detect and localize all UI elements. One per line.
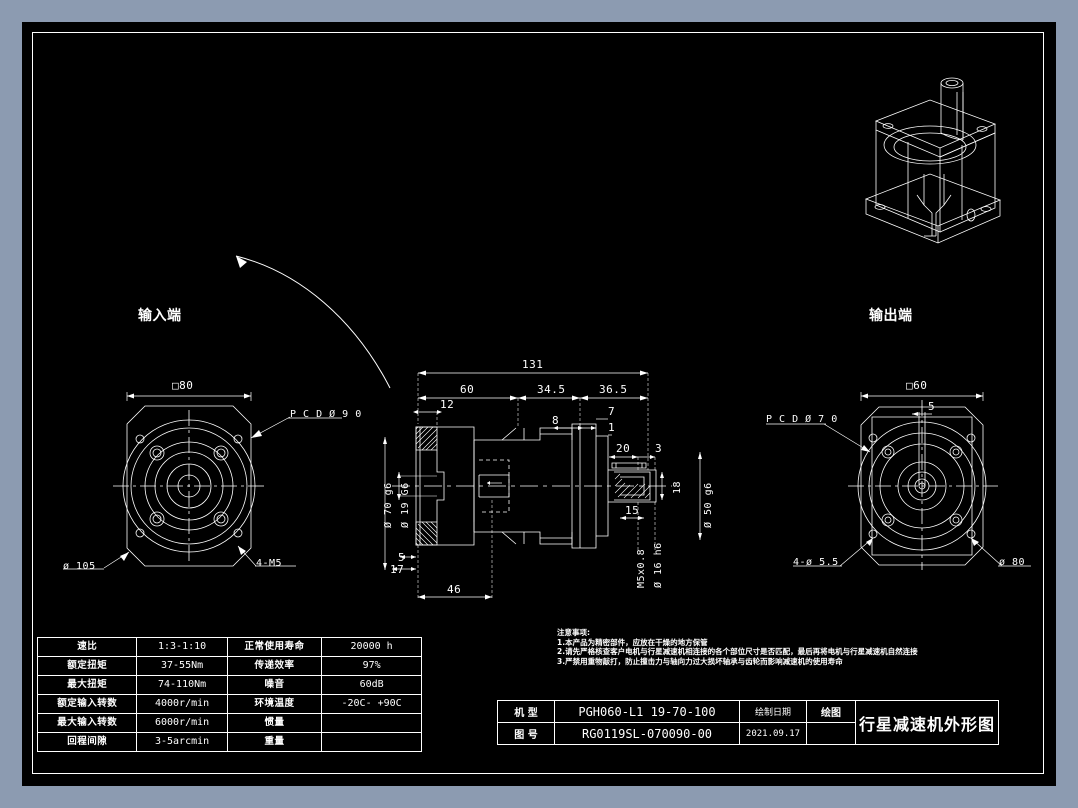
table-row: 速比 1:3-1:10 正常使用寿命 20000 h: [36, 637, 422, 657]
shaft-16-dim: Ø 16 h6: [653, 542, 664, 588]
table-row: 最大输入转数 6000r/min 惯量: [36, 713, 422, 733]
dim-7: 7: [608, 405, 616, 418]
thread-dim: M5x0.8: [636, 548, 647, 588]
date-label: 绘制日期: [739, 700, 807, 723]
dim-17: 17: [390, 563, 405, 576]
dim-12: 12: [440, 398, 455, 411]
pilot-70-dim: Ø 70 g6: [383, 482, 394, 528]
drawn-value: [806, 722, 856, 745]
spec-value: 74-110Nm: [136, 675, 228, 695]
dim-20: 20: [616, 442, 631, 455]
input-square-dim: □80: [172, 379, 194, 392]
spec-label: 额定扭矩: [36, 656, 138, 676]
spec-value2: -20C- +90C: [321, 694, 422, 714]
drawing-border-frame: [32, 32, 1044, 774]
spec-label2: 正常使用寿命: [226, 637, 323, 657]
spec-label: 最大输入转数: [36, 713, 138, 733]
output-bolt-hole-dim: 4-ø 5.5: [793, 557, 839, 568]
table-row: 额定扭矩 37-55Nm 传递效率 97%: [36, 656, 422, 676]
title-block: 机 型 PGH060-L1 19-70-100 绘制日期 绘图 行星减速机外形图…: [497, 700, 999, 745]
spec-label2: 惯量: [226, 713, 323, 733]
spec-label: 速比: [36, 637, 138, 657]
date-value: 2021.09.17: [739, 722, 807, 745]
drawing-no-value: RG0119SL-070090-00: [554, 722, 740, 745]
drawn-label: 绘图: [806, 700, 856, 723]
spec-label2: 环境温度: [226, 694, 323, 714]
spec-value2: [321, 713, 422, 733]
spec-value2: [321, 732, 422, 752]
spec-value2: 60dB: [321, 675, 422, 695]
drawing-no-label: 图 号: [497, 722, 555, 745]
spec-value: 4000r/min: [136, 694, 228, 714]
notes-heading: 注意事项:: [557, 628, 590, 637]
note-item: 1.本产品为精密部件，应放在干燥的地方保管: [557, 637, 708, 647]
drawing-title: 行星减速机外形图: [855, 700, 999, 745]
model-value: PGH060-L1 19-70-100: [554, 700, 740, 723]
output-square-dim: □60: [906, 379, 928, 392]
dim-1: 1: [608, 421, 616, 434]
dim-46: 46: [447, 583, 462, 596]
pilot-50-dim: Ø 50 g6: [703, 482, 714, 528]
spec-value2: 20000 h: [321, 637, 422, 657]
spec-label: 额定输入转数: [36, 694, 138, 714]
spec-label2: 传递效率: [226, 656, 323, 676]
overall-length-dim: 131: [522, 358, 544, 371]
dim-60: 60: [460, 383, 475, 396]
dim-8: 8: [552, 414, 560, 427]
dim-36-5: 36.5: [599, 383, 628, 396]
dim-18: 18: [672, 480, 683, 494]
dim-34-5: 34.5: [537, 383, 566, 396]
spec-label: 最大扭矩: [36, 675, 138, 695]
note-item: 2.请先严格核查客户电机与行星减速机相连接的各个部位尺寸是否匹配，最后再将电机与…: [557, 647, 918, 657]
output-key-width-dim: 5: [928, 400, 936, 413]
dim-3: 3: [655, 442, 663, 455]
output-outer-dia-dim: ø 80: [999, 557, 1026, 568]
table-row: 最大扭矩 74-110Nm 噪音 60dB: [36, 675, 422, 695]
title-block-row: 图 号 RG0119SL-070090-00 2021.09.17: [497, 722, 999, 745]
input-bolt-hole-dim: 4-M5: [256, 558, 283, 569]
model-label: 机 型: [497, 700, 555, 723]
spec-value: 37-55Nm: [136, 656, 228, 676]
spec-value: 3-5arcmin: [136, 732, 228, 752]
title-block-row: 机 型 PGH060-L1 19-70-100 绘制日期 绘图 行星减速机外形图: [497, 700, 999, 745]
spec-value: 6000r/min: [136, 713, 228, 733]
dim-5: 5: [398, 551, 406, 564]
bore-19-dim: Ø 19 G6: [400, 482, 411, 528]
note-item: 3.严禁用重物敲打，防止撞击力与轴向力过大损坏轴承与齿轮而影响减速机的使用寿命: [557, 656, 843, 666]
table-row: 额定输入转数 4000r/min 环境温度 -20C- +90C: [36, 694, 422, 714]
specification-table: 速比 1:3-1:10 正常使用寿命 20000 h 额定扭矩 37-55Nm …: [36, 637, 422, 752]
output-end-label: 输出端: [869, 308, 913, 324]
spec-label2: 重量: [226, 732, 323, 752]
spec-value: 1:3-1:10: [136, 637, 228, 657]
output-pcd-dim: P C D Ø 7 0: [766, 414, 838, 425]
spec-label2: 噪音: [226, 675, 323, 695]
spec-label: 回程间隙: [36, 732, 138, 752]
notes-block: 注意事项: 1.本产品为精密部件，应放在干燥的地方保管 2.请先严格核查客户电机…: [557, 628, 918, 666]
input-outer-dia-dim: ø 105: [63, 561, 96, 572]
input-pcd-dim: P C D Ø 9 0: [290, 409, 362, 420]
table-row: 回程间隙 3-5arcmin 重量: [36, 732, 422, 752]
input-end-label: 输入端: [138, 308, 182, 324]
dim-15: 15: [625, 504, 640, 517]
spec-value2: 97%: [321, 656, 422, 676]
